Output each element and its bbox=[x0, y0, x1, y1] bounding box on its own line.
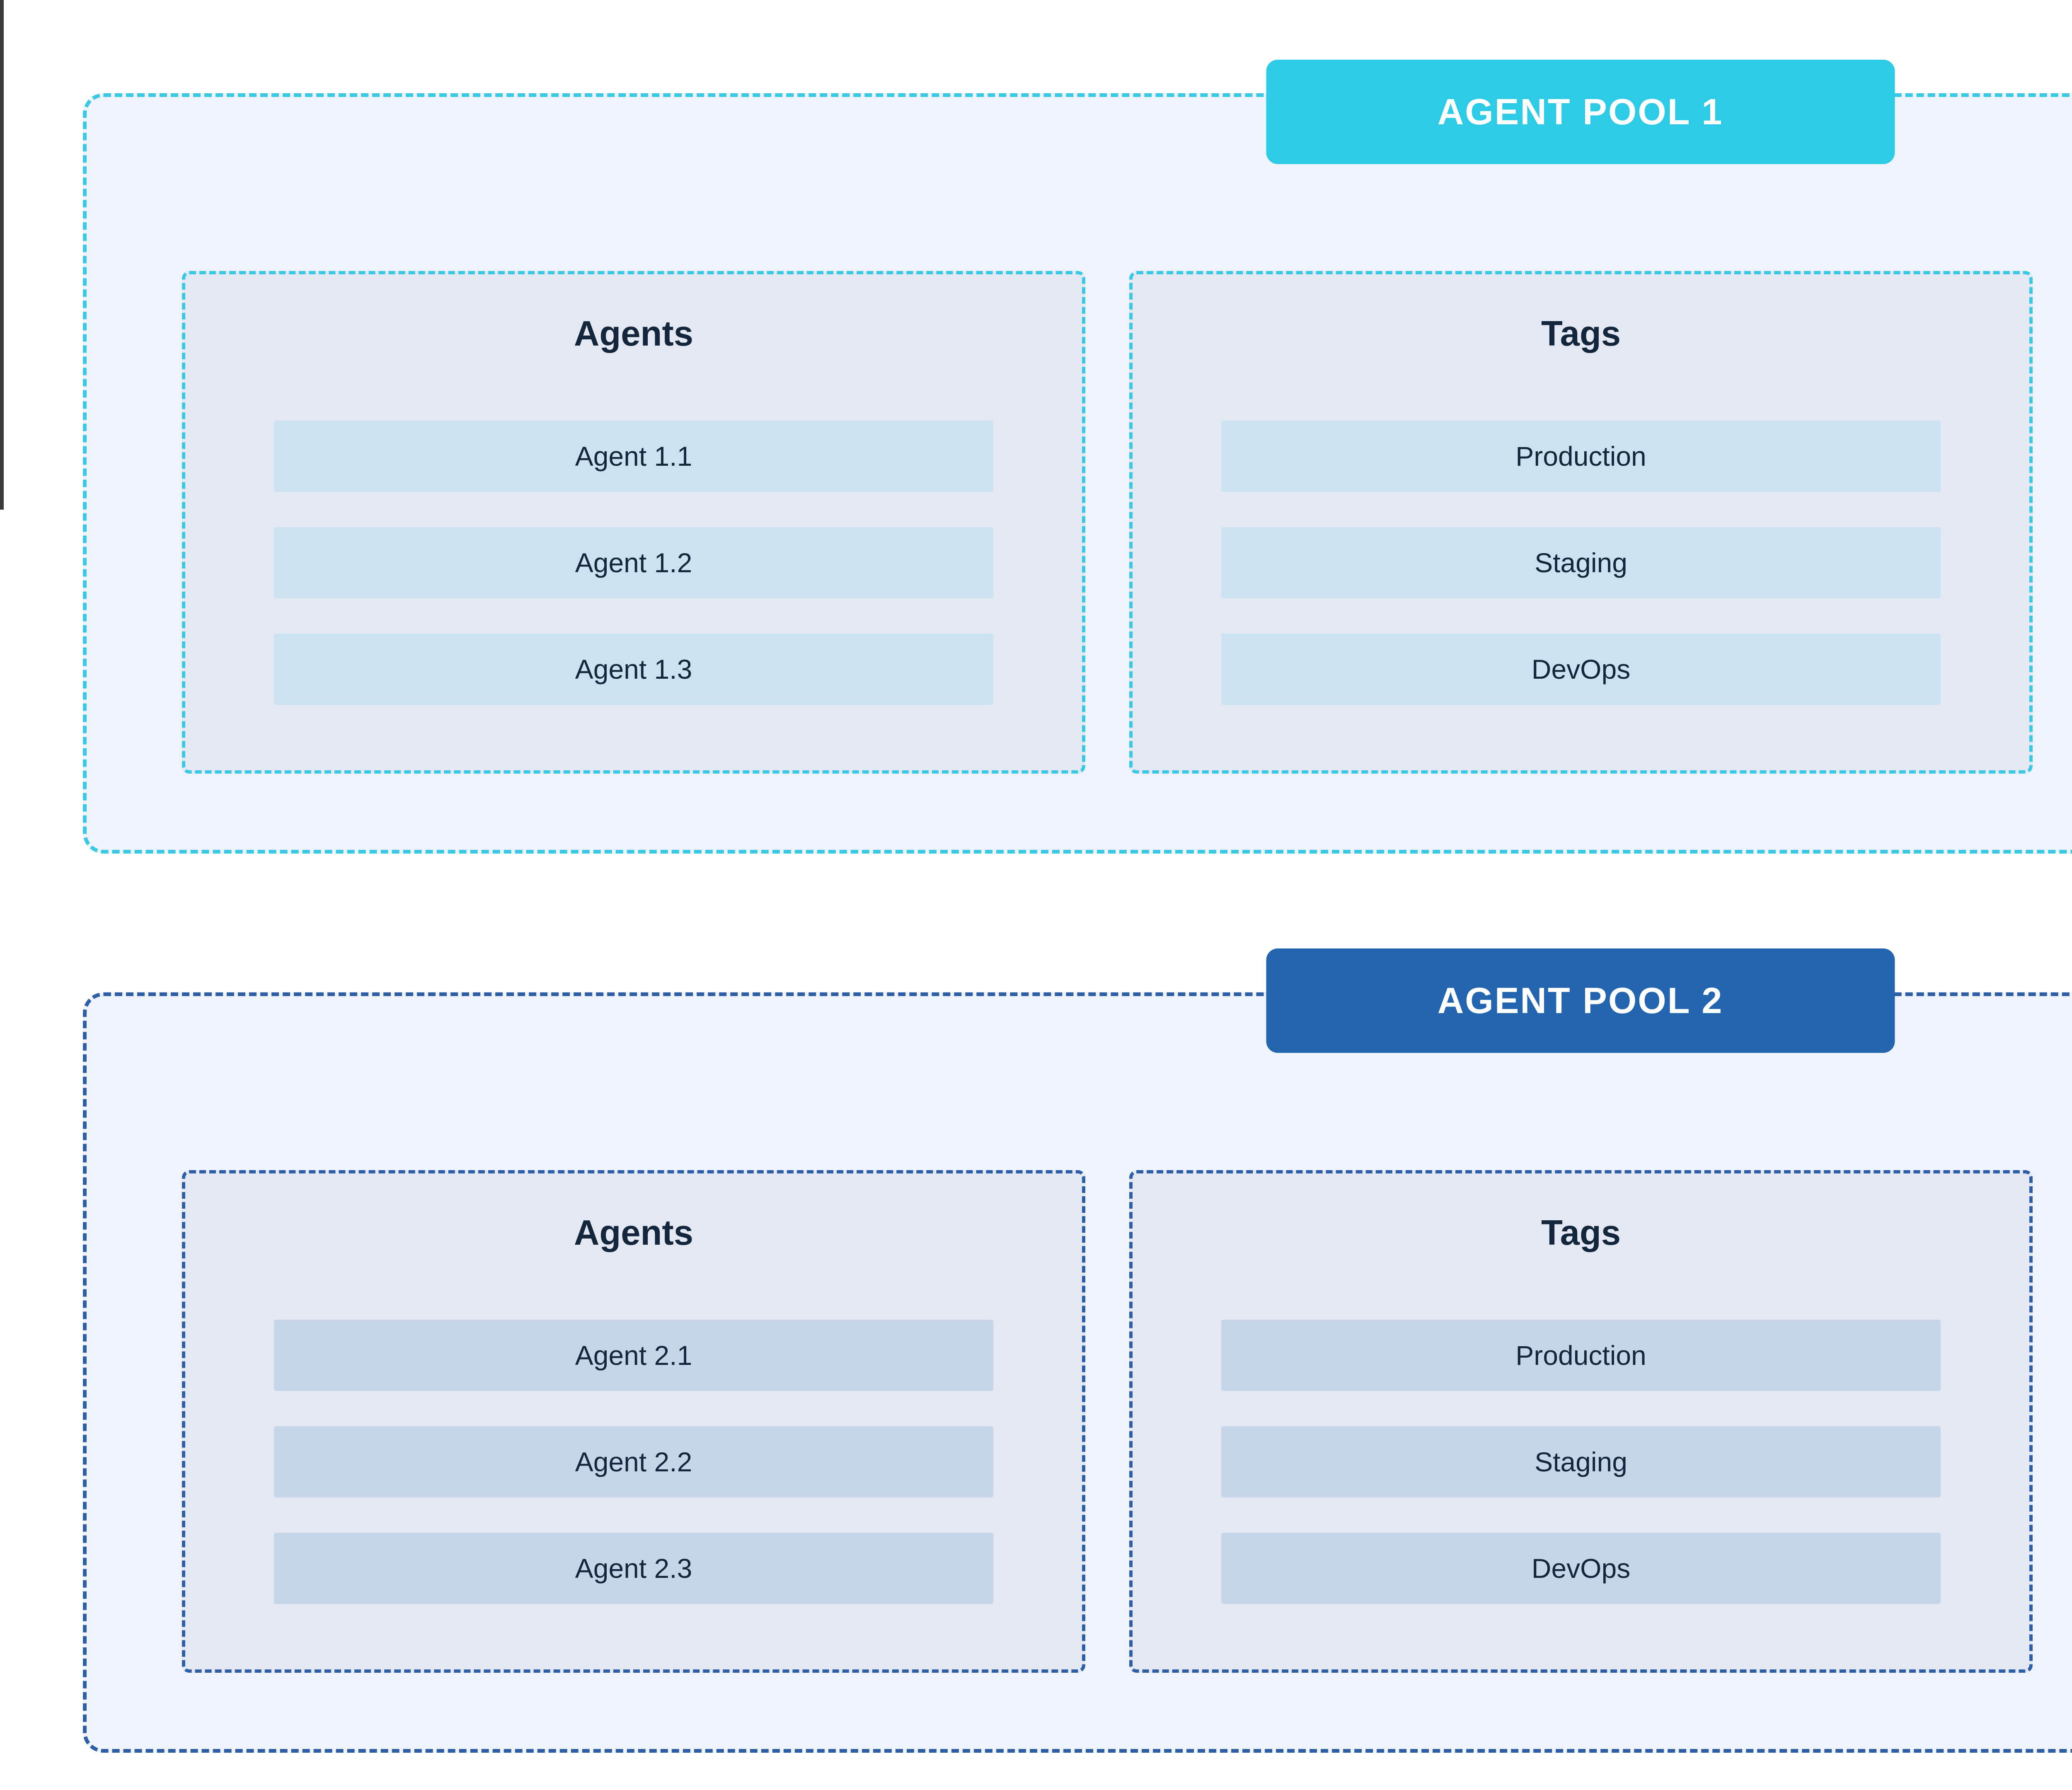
agent-node: Agent 2.2 bbox=[274, 1426, 993, 1497]
pool-1-tags-title: Tags bbox=[1541, 314, 1621, 353]
pool-2-tags-title: Tags bbox=[1541, 1213, 1621, 1253]
tag-node: Staging bbox=[1221, 527, 1941, 598]
agent-pool-2-header: AGENT POOL 2 bbox=[1266, 948, 1895, 1053]
pool-1-agents-list: Agent 1.1 Agent 1.2 Agent 1.3 bbox=[185, 421, 1082, 705]
tag-node: Staging bbox=[1221, 1426, 1941, 1497]
pool-2-tags-box: Tags Production Staging DevOps bbox=[1129, 1170, 2033, 1673]
agent-node: Agent 1.2 bbox=[274, 527, 993, 598]
agent-pool-1-header: AGENT POOL 1 bbox=[1266, 60, 1895, 164]
pool-2-agents-box: Agents Agent 2.1 Agent 2.2 Agent 2.3 bbox=[182, 1170, 1085, 1673]
tag-node: DevOps bbox=[1221, 1533, 1941, 1604]
agent-node: Agent 2.1 bbox=[274, 1320, 993, 1391]
pool-1-tags-list: Production Staging DevOps bbox=[1133, 421, 2029, 705]
agent-pool-1-title: AGENT POOL 1 bbox=[1437, 91, 1723, 132]
tag-node: Production bbox=[1221, 421, 1941, 492]
pool-1-tags-box: Tags Production Staging DevOps bbox=[1129, 271, 2033, 774]
pool-2-agents-title: Agents bbox=[574, 1213, 694, 1253]
pool-2-tags-list: Production Staging DevOps bbox=[1133, 1320, 2029, 1604]
tag-node: Production bbox=[1221, 1320, 1941, 1391]
tag-node: DevOps bbox=[1221, 634, 1941, 705]
agent-node: Agent 1.1 bbox=[274, 421, 993, 492]
pool-1-agents-title: Agents bbox=[574, 314, 694, 353]
agent-pool-2-container: AGENT POOL 2 Agents Agent 2.1 Agent 2.2 … bbox=[83, 948, 2072, 1753]
pool-2-agents-list: Agent 2.1 Agent 2.2 Agent 2.3 bbox=[185, 1320, 1082, 1604]
pool-1-agents-box: Agents Agent 1.1 Agent 1.2 Agent 1.3 bbox=[182, 271, 1085, 774]
window-edge-line bbox=[0, 0, 4, 510]
agent-pool-1-container: AGENT POOL 1 Agents Agent 1.1 Agent 1.2 … bbox=[83, 60, 2072, 854]
agent-node: Agent 1.3 bbox=[274, 634, 993, 705]
agent-pool-2-title: AGENT POOL 2 bbox=[1437, 980, 1723, 1021]
agent-node: Agent 2.3 bbox=[274, 1533, 993, 1604]
